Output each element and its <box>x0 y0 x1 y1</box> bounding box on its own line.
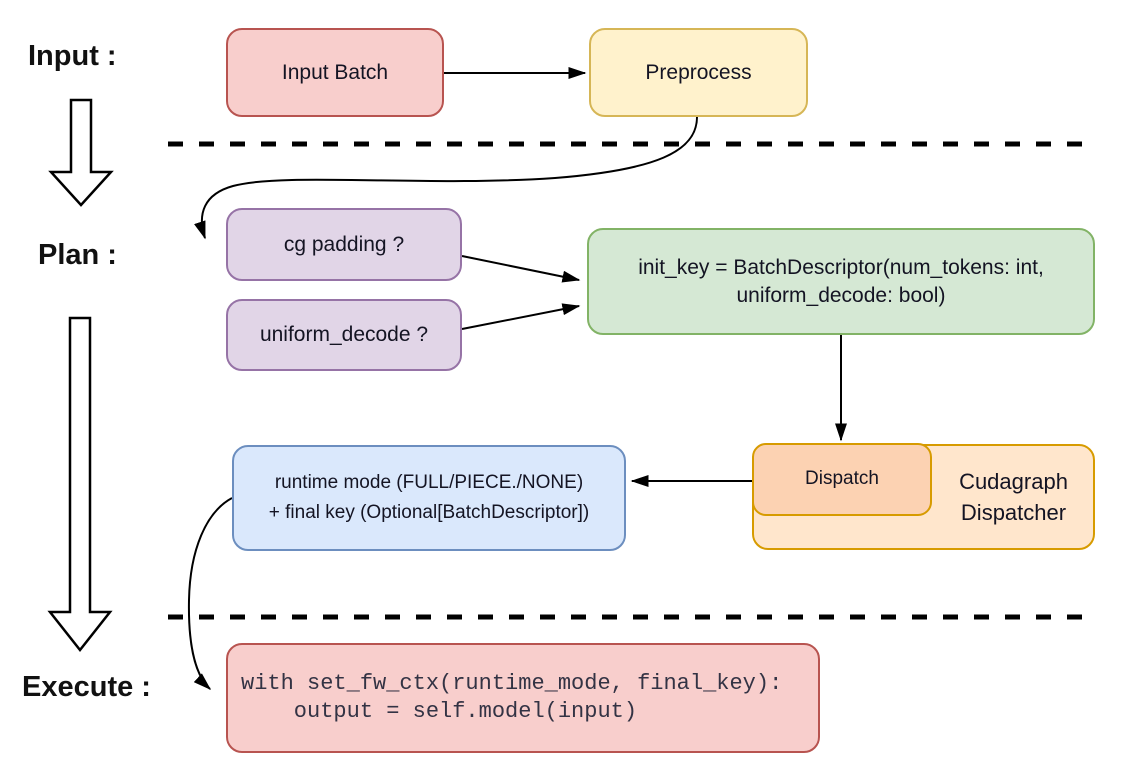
stage-label-input: Input : <box>28 40 117 72</box>
arrow-cgpadding-to-initkey <box>461 255 581 283</box>
execute-code-line1: with set_fw_ctx(runtime_mode, final_key)… <box>241 671 783 696</box>
stage-label-plan: Plan : <box>38 239 117 271</box>
node-init-key-line1: init_key = BatchDescriptor(num_tokens: i… <box>638 255 1044 279</box>
node-runtime-mode-line1: runtime mode (FULL/PIECE./NONE) <box>274 472 584 493</box>
node-dispatch: Dispatch <box>752 443 932 516</box>
node-preprocess-label: Preprocess <box>645 60 752 84</box>
node-cg-padding: cg padding ? <box>226 208 462 281</box>
execute-code-line2: output = self.model(input) <box>241 699 638 724</box>
node-input-batch: Input Batch <box>226 28 444 117</box>
node-preprocess: Preprocess <box>589 28 808 117</box>
stage-label-execute: Execute : <box>22 671 151 703</box>
node-init-key: init_key = BatchDescriptor(num_tokens: i… <box>587 228 1095 335</box>
node-execute-code: with set_fw_ctx(runtime_mode, final_key)… <box>226 643 820 753</box>
node-uniform-decode: uniform_decode ? <box>226 299 462 371</box>
node-runtime-mode: runtime mode (FULL/PIECE./NONE) + final … <box>232 445 626 551</box>
node-cg-padding-label: cg padding ? <box>283 232 405 256</box>
node-cudagraph-dispatcher-title: Cudagraph Dispatcher <box>932 444 1095 550</box>
node-runtime-mode-line2: + final key (Optional[BatchDescriptor]) <box>268 502 590 523</box>
node-input-batch-label: Input Batch <box>281 60 389 84</box>
cudagraph-dispatcher-line2: Dispatcher <box>960 500 1067 525</box>
node-dispatch-label: Dispatch <box>805 468 879 490</box>
down-arrow-input-to-plan-icon <box>48 98 114 207</box>
node-init-key-line2: uniform_decode: bool) <box>736 283 946 307</box>
cudagraph-dispatcher-line1: Cudagraph <box>959 469 1068 494</box>
arrow-runtimemode-to-executecode <box>187 497 233 690</box>
node-uniform-decode-label: uniform_decode ? <box>259 323 429 347</box>
arrow-uniformdecode-to-initkey <box>461 303 581 330</box>
down-arrow-plan-to-execute-icon <box>47 316 113 653</box>
arrow-preprocess-to-cgpadding <box>194 116 698 240</box>
